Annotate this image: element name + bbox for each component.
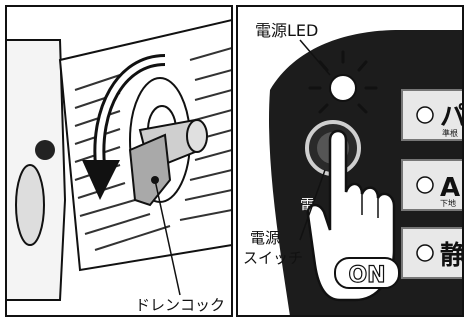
mode-1-glyph: パ [440, 102, 466, 132]
power-led [329, 74, 357, 102]
on-badge: ON [334, 257, 400, 289]
mode-1-sub: 準根 [442, 128, 458, 138]
power-led-label: 電源LED [255, 21, 318, 40]
power-switch-label-line1: 電源 [250, 229, 280, 247]
mode-2-glyph: A [440, 173, 460, 203]
right-panel-frame [236, 5, 464, 317]
mode-1-indicator [416, 106, 434, 124]
on-state-text: ON [348, 263, 385, 288]
led-glow-rays [308, 50, 378, 114]
drain-cock-label: ドレンコック [135, 296, 225, 314]
left-panel-frame [5, 5, 233, 317]
mode-3-glyph: 静 [440, 240, 466, 271]
mode-button-1[interactable]: パ 準根 [401, 89, 467, 141]
mode-button-2[interactable]: A 下地 [401, 159, 467, 211]
mode-button-3[interactable]: 静 [401, 227, 467, 279]
drain-cock-illustration [6, 6, 232, 316]
mode-3-indicator [416, 244, 434, 262]
mode-2-sub: 下地 [440, 198, 456, 208]
mode-2-indicator [416, 176, 434, 194]
power-switch-label-line2: スイッチ [243, 249, 303, 267]
